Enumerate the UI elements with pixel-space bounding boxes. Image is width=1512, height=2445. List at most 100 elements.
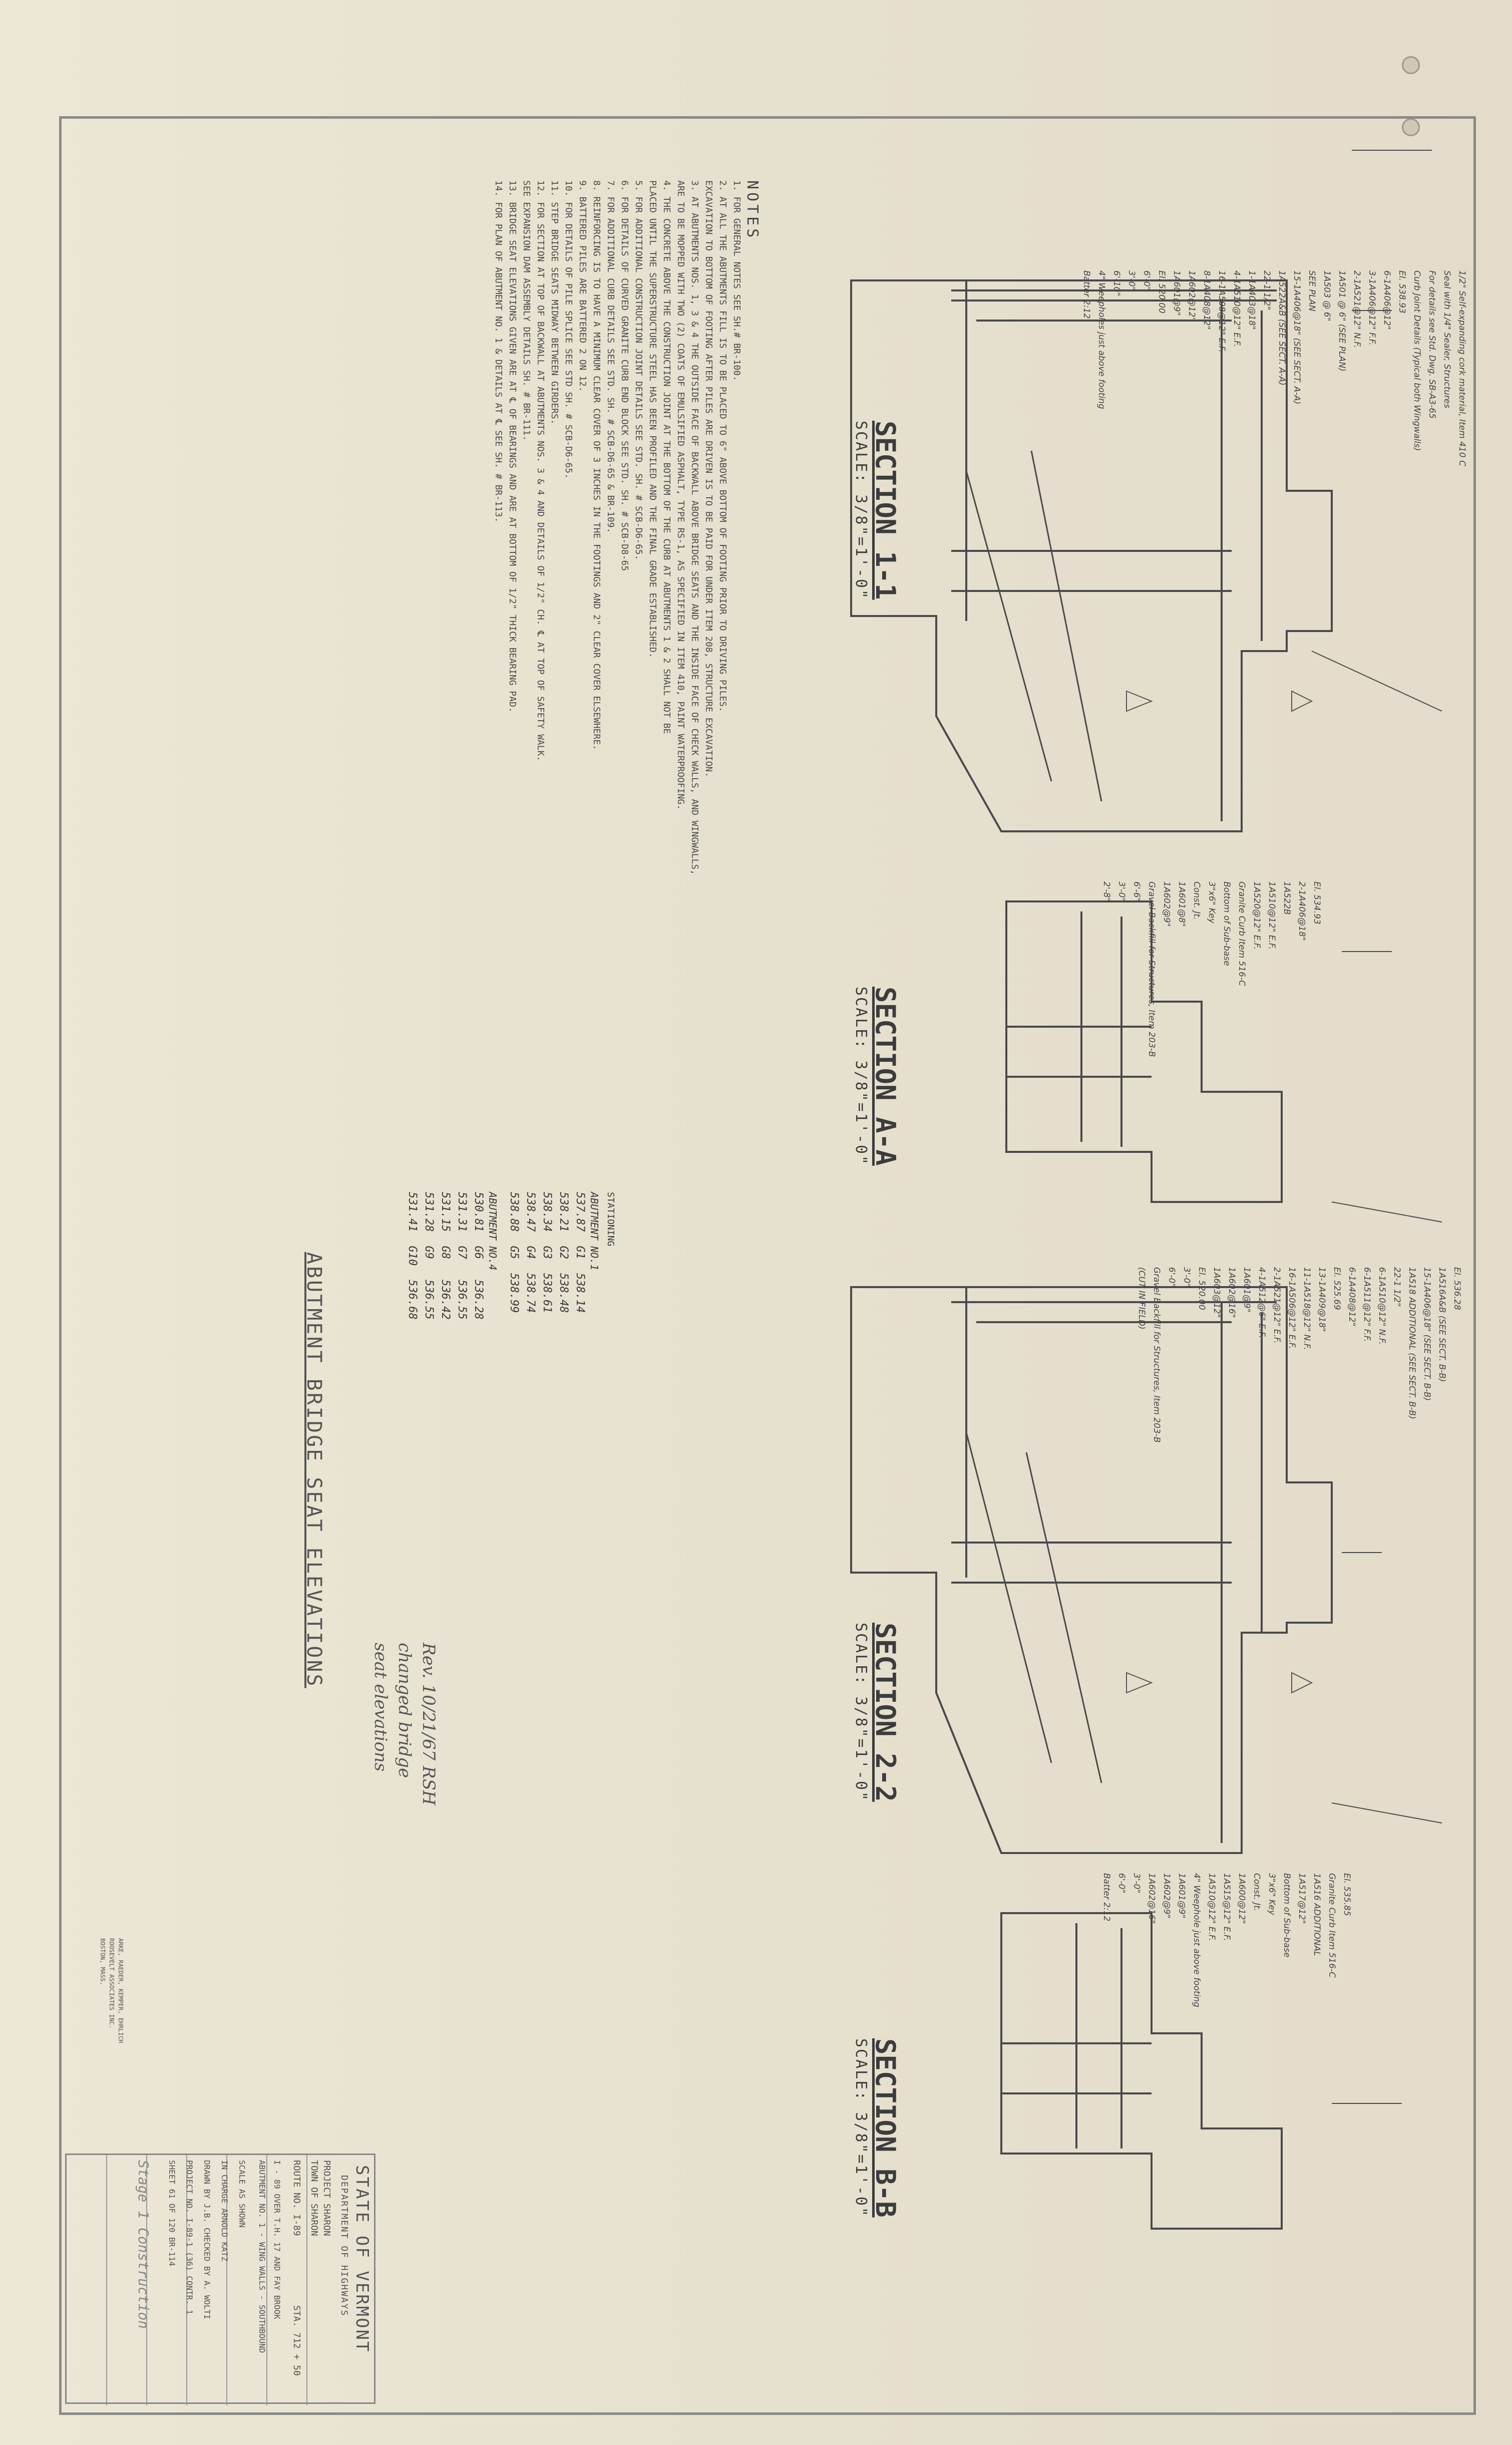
elevation-cell: 538.74: [524, 1273, 537, 1313]
notes-block: NOTES 1. FOR GENERAL NOTES SEE SH.# BR-1…: [491, 180, 761, 875]
callout-label: 1A600@12": [1237, 1873, 1247, 1924]
callout-label: 1A510@12" E.F.: [1207, 1873, 1217, 1941]
sheet-number: SHEET 61 OF 120 BR-114: [167, 2160, 177, 2266]
section-scale: SCALE: 3/8"=1'-0": [852, 1623, 870, 1802]
callout-label: El. 520.00: [1197, 1267, 1207, 1310]
station: STA. 712 + 50: [291, 2305, 302, 2376]
callout-label: 1A601@9": [1177, 1873, 1187, 1919]
note-line: 11. STEP BRIDGE SEATS MIDWAY BETWEEN GIR…: [549, 180, 560, 425]
note-line: 6. FOR DETAILS OF CURVED GRANITE CURB EN…: [619, 180, 630, 571]
callout-label: 6-1A408@12": [1347, 1267, 1357, 1327]
section-title: SECTION 2-2: [870, 1623, 901, 1802]
callout-label: Gravel Backfill for Structures, Item 203…: [1147, 881, 1157, 1057]
callout-label: 16-1A506@12" E.F.: [1287, 1267, 1297, 1349]
elevation-cell: 536.55: [423, 1280, 435, 1320]
department: DEPARTMENT OF HIGHWAYS: [339, 2175, 349, 2317]
punch-hole: [1402, 56, 1420, 74]
elevation-cell: 530.81: [472, 1192, 485, 1232]
callout-label: 1A501 @ 6" (SEE PLAN): [1337, 270, 1347, 372]
section-title: SECTION A-A: [870, 987, 901, 1166]
route-number: ROUTE NO. I-89: [291, 2160, 302, 2236]
elevation-cell: 531.41: [406, 1192, 419, 1232]
callout-label: 4-1A510@12" E.F.: [1232, 270, 1242, 347]
callout-label: 4" Weephole just above footing: [1192, 1873, 1202, 2008]
seat-elevations-title: ABUTMENT BRIDGE SEAT ELEVATIONS: [302, 1252, 325, 1688]
callout-label: 1A522A&B (SEE SECT. A-A): [1277, 270, 1287, 386]
callout-label: 1-1A403@18": [1247, 270, 1257, 330]
callout-label: 1A518 ADDITIONAL (SEE SECT. B-B): [1407, 1267, 1417, 1419]
callout-label: 6'-0": [1142, 270, 1152, 291]
state-name: STATE OF VERMONT: [352, 2165, 372, 2353]
callout-label: 6'-10": [1111, 270, 1121, 296]
callout-label: 13-1A409@18": [1317, 1267, 1327, 1332]
section-1-1-title-block: SECTION 1-1 SCALE: 3/8"=1'-0": [852, 421, 901, 600]
callout-label: 3'-0": [1116, 881, 1126, 902]
note-line: 4. THE CONCRETE ABOVE THE CONSTRUCTION J…: [661, 180, 672, 734]
note-line: PLACED UNTIL THE SUPERSTRUCTURE STEEL HA…: [647, 180, 658, 658]
callout-label: Batter 2:12: [1081, 270, 1091, 319]
drawn-checked: DRAWN BY J.B. CHECKED BY A. WOLTI: [202, 2160, 212, 2319]
section-2-2-title-block: SECTION 2-2 SCALE: 3/8"=1'-0": [852, 1623, 901, 1802]
elevation-cell: 538.61: [541, 1273, 553, 1313]
elevation-cell: 531.15: [439, 1192, 452, 1232]
stage-stamp: Stage 1 Construction: [135, 2160, 152, 2329]
revision-line: Rev. 10/21/67 RSH: [419, 1643, 439, 1805]
callout-label: 1A516 ADDITIONAL: [1312, 1873, 1322, 1956]
note-line: 7. FOR ADDITIONAL CURB DETAILS SEE STD. …: [605, 180, 616, 533]
callout-label: 1A603@12": [1212, 1267, 1222, 1318]
callout-label: El. 535.85: [1342, 1873, 1352, 1916]
elevation-cell: 536.42: [439, 1280, 452, 1320]
callout-label: 16-1A508@12" E.F.: [1217, 270, 1227, 353]
drawing-scale: SCALE AS SHOWN: [237, 2160, 247, 2228]
note-line: 10. FOR DETAILS OF PILE SPLICE SEE STD S…: [563, 180, 574, 479]
callout-label: 6'-0": [1116, 1873, 1126, 1894]
seat-elevations-title-block: ABUTMENT BRIDGE SEAT ELEVATIONS: [302, 1252, 325, 1688]
elevation-cell: 537.87: [574, 1192, 586, 1232]
note-line: 8. REINFORCING IS TO HAVE A MINIMUM CLEA…: [591, 180, 602, 750]
callout-label: 1/2" Self-expanding cork material, Item …: [1457, 270, 1467, 466]
elevation-cell: G9: [423, 1246, 435, 1259]
callout-label: 1A503 @ 6": [1322, 270, 1332, 322]
town-name: TOWN OF SHARON: [309, 2160, 319, 2236]
callout-label: 8-1A408@12": [1202, 270, 1212, 330]
callout-label: El. 520.00: [1157, 270, 1167, 314]
elevation-cell: G6: [472, 1246, 485, 1259]
elevation-cell: 536.68: [406, 1280, 419, 1320]
callout-label: 6-1A406@12": [1382, 270, 1392, 330]
callout-label: For details see Std. Dwg. SB-A3-65: [1427, 270, 1437, 419]
section-a-a-outline: [1005, 900, 1283, 1203]
elevation-cell: 531.31: [456, 1192, 468, 1232]
elevation-cell: 538.48: [557, 1273, 570, 1313]
section-b-b-title-block: SECTION B-B SCALE: 3/8"=1'-0": [852, 2038, 901, 2218]
callout-label: 1A515@12" E.F.: [1222, 1873, 1232, 1941]
callout-label: 1A602@9": [1162, 1873, 1172, 1919]
callout-label: 1A601@9": [1242, 1267, 1252, 1313]
section-1-1-callouts: 1/2" Self-expanding cork material, Item …: [1076, 270, 1467, 466]
callout-label: El. 534.93: [1312, 881, 1322, 925]
firm-line: BOSTON, MASS.: [99, 1938, 106, 1985]
callout-label: 1A602@9": [1162, 881, 1172, 927]
note-line: 2. AT ALL THE ABUTMENTS FILL IS TO BE PL…: [717, 180, 728, 713]
callout-label: Bottom of Sub-base: [1222, 881, 1232, 966]
note-line: ARE TO BE MOPPED WITH TWO (2) COATS OF E…: [675, 180, 686, 810]
callout-label: 2-1A521@12" N.F.: [1352, 270, 1362, 348]
callout-label: 22-1 1/2": [1262, 270, 1272, 311]
elevation-cell: 538.99: [508, 1273, 520, 1313]
callout-label: 4" Weepholes just above footing: [1096, 270, 1106, 409]
elevation-cell: G1: [574, 1246, 586, 1259]
callout-label: 1A510@12" E.F.: [1267, 881, 1277, 950]
callout-label: 11-1A518@12" N.F.: [1302, 1267, 1312, 1350]
callout-label: 3'-0": [1182, 1267, 1192, 1288]
firm-name: ARKE, RAEDER, KEMPER, EHRLICH ROOSEVELT …: [98, 1938, 125, 2043]
elevation-cell: 538.47: [524, 1192, 537, 1232]
elevation-cell: 536.55: [456, 1280, 468, 1320]
callout-label: (CUT IN FIELD): [1137, 1267, 1147, 1330]
stationing-label: STATIONING: [605, 1192, 616, 1247]
revision-note: Rev. 10/21/67 RSH changed bridge seat el…: [368, 1643, 441, 1805]
